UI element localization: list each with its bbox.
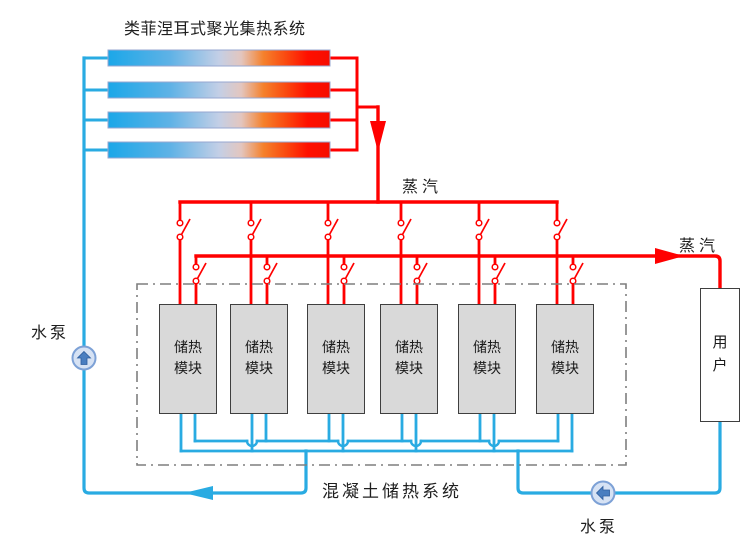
storage-module-label: 储热模块: [322, 341, 350, 377]
collector-tube: [107, 141, 331, 159]
steam-label-right: 蒸汽: [679, 238, 720, 255]
storage-module: 储热模块: [380, 304, 438, 414]
storage-module-label: 储热模块: [551, 341, 579, 377]
valve-icon: [491, 262, 506, 285]
storage-module: 储热模块: [307, 304, 365, 414]
pump-label-right: 水泵: [580, 519, 619, 536]
valve-icon: [192, 262, 207, 285]
diagram-title: 类菲涅耳式聚光集热系统: [124, 21, 306, 38]
valve-icon: [569, 262, 584, 285]
valve-group: [176, 218, 584, 285]
storage-system-boundary: [136, 283, 627, 466]
valve-icon: [176, 218, 191, 241]
valve-icon: [340, 262, 355, 285]
steam-piping: [178, 56, 722, 306]
valve-icon: [263, 262, 278, 285]
storage-module: 储热模块: [230, 304, 288, 414]
storage-module: 储热模块: [458, 304, 516, 414]
storage-module-label: 储热模块: [174, 341, 202, 377]
collector-tube: [107, 111, 331, 129]
storage-module-label: 储热模块: [245, 341, 273, 377]
collector-array: [107, 49, 331, 159]
collector-tube: [107, 49, 331, 67]
valve-icon: [397, 218, 412, 241]
valve-icon: [475, 218, 490, 241]
collector-tube: [107, 81, 331, 99]
steam-right-arrow: [655, 248, 684, 264]
storage-module: 储热模块: [536, 304, 594, 414]
steam-down-arrow: [370, 121, 386, 152]
pump-icon: [590, 480, 616, 506]
pump-label-left: 水泵: [31, 325, 70, 342]
valve-icon: [324, 218, 339, 241]
storage-module: 储热模块: [159, 304, 217, 414]
pump-icon: [71, 345, 97, 371]
water-flow-arrow: [184, 486, 213, 500]
steam-label-top: 蒸汽: [402, 179, 443, 196]
storage-module-label: 储热模块: [395, 341, 423, 377]
storage-system-label: 混凝土储热系统: [322, 482, 462, 501]
user-box-label: 用户: [712, 334, 728, 374]
valve-icon: [247, 218, 262, 241]
storage-module-label: 储热模块: [473, 341, 501, 377]
user-box: 用户: [700, 288, 740, 422]
valve-icon: [553, 218, 568, 241]
valve-icon: [413, 262, 428, 285]
